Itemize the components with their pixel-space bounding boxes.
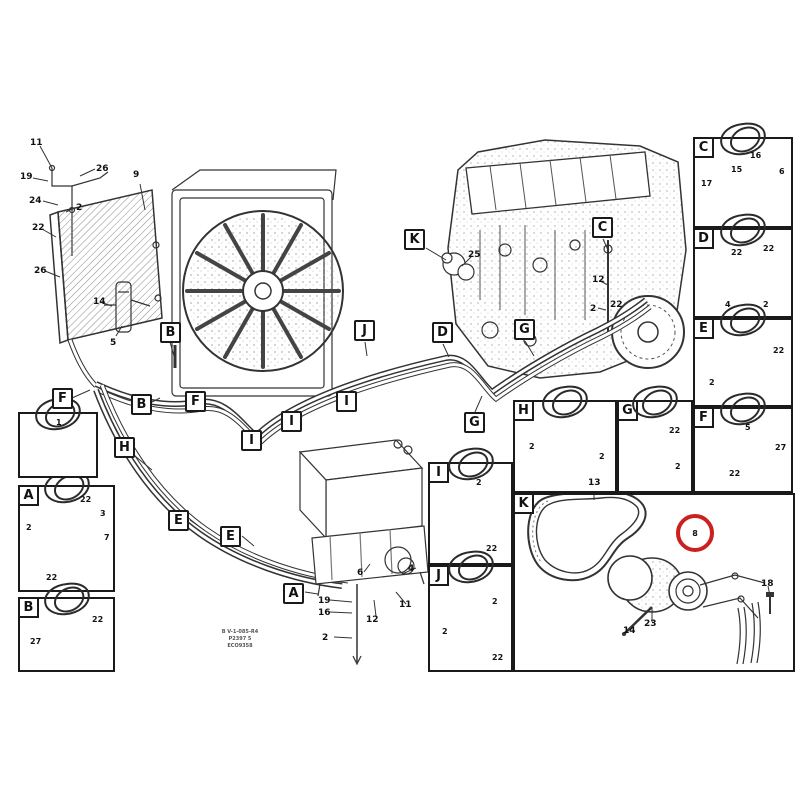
part-number: 22 <box>773 346 785 355</box>
part-number: 2 <box>763 300 769 309</box>
part-number: 15 <box>731 165 743 174</box>
detail-box-letter-c: C <box>693 137 714 158</box>
detail-box-letter-d: D <box>693 228 714 249</box>
part-number: 7 <box>104 533 110 542</box>
caption-line-3: ECO9358 <box>227 643 253 649</box>
detail-box-k: K <box>513 493 795 672</box>
detail-box-1: 1 <box>18 412 98 478</box>
detail-box-h: H 2 2 <box>513 400 617 493</box>
part-number: 2 <box>709 378 715 387</box>
detail-box-b: B 22 27 <box>18 597 115 672</box>
drawing-id-caption: B V-1-085-R4 P2397 5 ECO9358 <box>195 629 285 650</box>
detail-box-letter-k: K <box>513 493 534 514</box>
leader-lines <box>33 146 770 638</box>
compressor-detail <box>608 556 774 664</box>
ac-hoses <box>70 300 650 586</box>
part-number: 22 <box>46 573 58 582</box>
condenser <box>50 184 162 343</box>
receiver-drier <box>104 282 150 332</box>
part-number: 22 <box>492 653 504 662</box>
part-sketch <box>717 118 769 160</box>
part-sketch <box>444 443 496 485</box>
detail-box-letter-a: A <box>18 485 39 506</box>
part-number: 4 <box>725 300 731 309</box>
part-number: 27 <box>30 637 42 646</box>
detail-box-c: C 16 15 17 6 <box>693 137 793 228</box>
part-number: 2 <box>442 627 448 636</box>
part-number: 3 <box>100 509 106 518</box>
part-number: 1 <box>56 418 62 427</box>
part-number: 2 <box>476 478 482 487</box>
detail-box-letter-b: B <box>18 597 39 618</box>
detail-box-letter-h: H <box>513 400 534 421</box>
part-number: 2 <box>492 597 498 606</box>
detail-box-letter-i: I <box>428 462 449 483</box>
part-number: 6 <box>779 167 785 176</box>
cooling-fan <box>183 211 343 371</box>
part-number: 2 <box>529 442 535 451</box>
engine <box>442 140 686 378</box>
part-number: 22 <box>486 544 498 553</box>
detail-box-d: D 22 22 4 2 <box>693 228 793 318</box>
part-number: 27 <box>775 443 787 452</box>
part-number: 16 <box>750 151 762 160</box>
part-number: 22 <box>731 248 743 257</box>
part-number: 2 <box>675 462 681 471</box>
part-number: 2 <box>599 452 605 461</box>
detail-box-f: F 5 27 22 <box>693 407 793 493</box>
part-sketch <box>629 381 681 423</box>
compressor-on-engine <box>442 253 474 280</box>
part-number: 2 <box>26 523 32 532</box>
detail-box-letter-f: F <box>693 407 714 428</box>
caption-line-1: B V-1-085-R4 <box>221 629 259 635</box>
part-sketch <box>32 393 84 435</box>
detail-box-letter-j: J <box>428 565 449 586</box>
part-sketch <box>539 381 591 423</box>
hvac-unit <box>300 440 428 664</box>
caption-line-2: P2397 5 <box>228 636 252 642</box>
part-number: 17 <box>701 179 713 188</box>
part-number: 22 <box>763 244 775 253</box>
detail-box-letter-e: E <box>693 318 714 339</box>
part-number: 22 <box>80 495 92 504</box>
detail-box-a: A 22 3 2 7 22 <box>18 485 115 592</box>
part-number: 22 <box>729 469 741 478</box>
part-number: 5 <box>745 423 751 432</box>
part-number: 22 <box>669 426 681 435</box>
part-number: 22 <box>92 615 104 624</box>
